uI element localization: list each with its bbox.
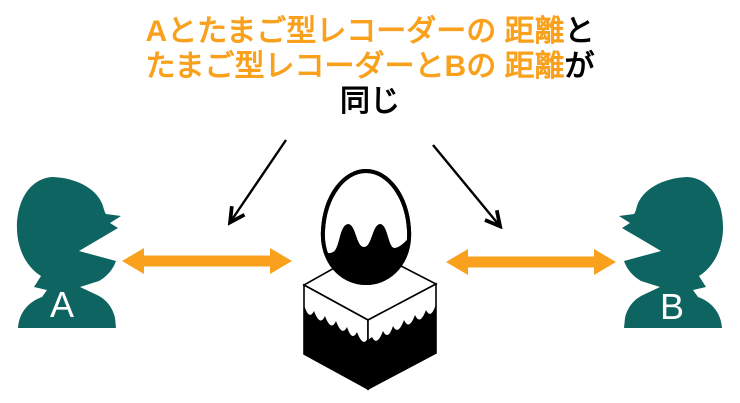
caption-line-3: 同じ (0, 84, 740, 119)
caption-line-3-black: 同じ (340, 85, 400, 118)
distance-arrow-a-to-recorder (122, 248, 292, 274)
caption-line-2-black: が (564, 50, 595, 83)
caption-line-2: たまご型レコーダーとBの 距離が (0, 49, 740, 84)
pedestal-cube (303, 248, 437, 390)
person-a-label: A (50, 284, 74, 325)
caption: Aとたまご型レコーダーの 距離と たまご型レコーダーとBの 距離が 同じ (0, 14, 740, 119)
pointer-arrow-right (432, 144, 499, 225)
caption-line-1-black: と (564, 15, 595, 48)
pointer-arrow-left (231, 139, 287, 221)
distance-arrow-recorder-to-b (446, 249, 616, 275)
pedestal-scallop-pattern (304, 304, 436, 389)
caption-line-1-orange: Aとたまご型レコーダーの 距離 (145, 15, 565, 48)
caption-line-2-orange: たまご型レコーダーとBの 距離 (145, 50, 565, 83)
person-b-label: B (660, 286, 684, 327)
caption-line-1: Aとたまご型レコーダーの 距離と (0, 14, 740, 49)
